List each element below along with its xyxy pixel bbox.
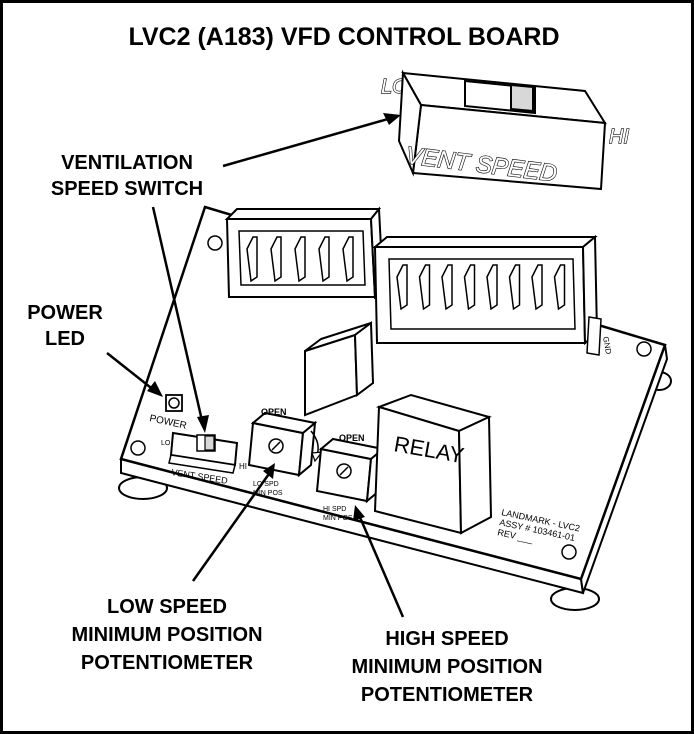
connector-pin — [246, 236, 258, 283]
circuit-board: GND POWER LO HI VENT SPEED — [118, 205, 672, 611]
callout-vent-switch-line2: SPEED SWITCH — [51, 178, 203, 200]
switch-detail: LO HI VENT SPEED — [380, 69, 630, 191]
connector-pin — [342, 236, 354, 283]
board-illustration: LVC2 (A183) VFD CONTROL BOARD LO HI VENT… — [27, 23, 672, 706]
connector-pin — [486, 264, 498, 311]
header-8-pins — [396, 264, 566, 311]
connector-pin — [531, 264, 543, 311]
relay-component: RELAY — [373, 393, 493, 535]
connector-pin — [441, 264, 453, 311]
open-label-1: OPEN — [261, 407, 287, 417]
hi-pot-label-line1: HI SPD — [323, 506, 346, 513]
page-title: LVC2 (A183) VFD CONTROL BOARD — [128, 23, 559, 51]
vent-speed-switch — [168, 431, 239, 474]
arrow-vent-board — [151, 206, 205, 426]
switch-detail-hi-label: HI — [609, 126, 629, 148]
lo-pot-label-line1: LO SPD — [253, 481, 279, 488]
callout-high-pot-line1: HIGH SPEED — [385, 628, 508, 650]
callout-power-led-line2: LED — [45, 328, 85, 350]
switch-lo-label: LO — [161, 440, 171, 447]
callout-high-pot-line3: POTENTIOMETER — [361, 684, 534, 706]
power-led — [165, 394, 183, 412]
arrow-low-pot — [191, 470, 273, 582]
arrow-power-led — [106, 352, 156, 392]
callout-power-led-line1: POWER — [27, 302, 103, 324]
gnd-label: GND — [601, 336, 613, 355]
callout-low-pot-line1: LOW SPEED — [107, 596, 227, 618]
callout-high-pot-line2: MINIMUM POSITION — [351, 656, 542, 678]
callout-low-pot-line3: POTENTIOMETER — [81, 652, 254, 674]
connector-pin — [508, 264, 521, 311]
arrow-vent-detail — [222, 115, 396, 168]
connector-pin — [270, 236, 282, 283]
leader-arrows — [106, 113, 405, 618]
hi-pot-label-line2: MIN POS — [323, 515, 353, 522]
header-5-pins — [246, 236, 354, 283]
switch-detail-knob — [510, 83, 534, 113]
connector-pin — [553, 264, 566, 311]
arrow-high-pot — [357, 514, 405, 618]
callout-vent-switch-line1: VENTILATION — [61, 152, 193, 174]
switch-hi-label: HI — [239, 462, 247, 471]
connector-pin — [418, 264, 431, 311]
connector-pin — [294, 236, 306, 283]
high-speed-potentiometer — [315, 437, 386, 504]
ic-component — [304, 321, 375, 417]
callout-low-pot-line2: MINIMUM POSITION — [71, 624, 262, 646]
low-speed-potentiometer — [247, 411, 318, 478]
lo-pot-label-line2: MIN POS — [253, 490, 283, 497]
connector-pin — [318, 236, 330, 283]
open-label-2: OPEN — [339, 433, 365, 443]
connector-pin — [463, 264, 476, 311]
connector-pin — [396, 264, 408, 311]
